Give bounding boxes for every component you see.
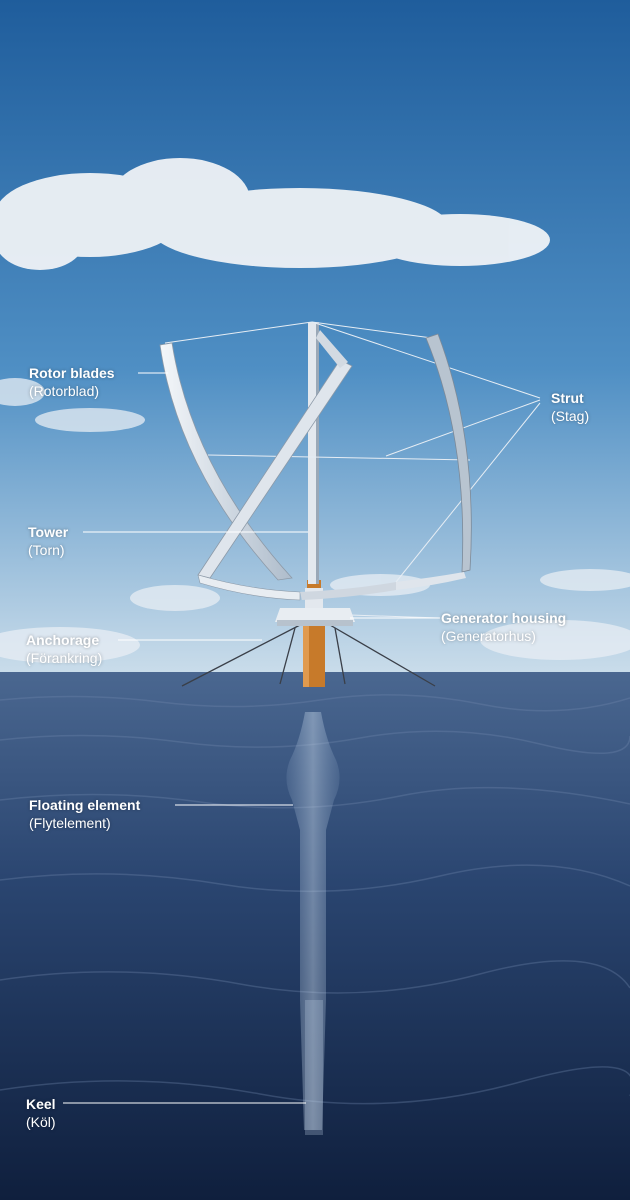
rotor-blades bbox=[159, 330, 472, 601]
label-anchorage: Anchorage (Förankring) bbox=[26, 631, 102, 667]
label-generator-housing-sv: (Generatorhus) bbox=[441, 628, 536, 644]
floating-element bbox=[286, 712, 340, 1130]
label-rotor-blades-en: Rotor blades bbox=[29, 365, 115, 381]
cloud-large bbox=[0, 158, 550, 270]
keel bbox=[305, 1000, 323, 1135]
leader-lines bbox=[63, 372, 440, 1104]
label-floating-element-sv: (Flytelement) bbox=[29, 815, 111, 831]
label-floating-element-en: Floating element bbox=[29, 797, 141, 813]
label-strut: Strut (Stag) bbox=[551, 389, 589, 425]
label-keel-en: Keel bbox=[26, 1096, 56, 1112]
label-tower-en: Tower bbox=[28, 524, 69, 540]
generator-body bbox=[275, 608, 355, 622]
label-anchorage-en: Anchorage bbox=[26, 632, 100, 648]
label-tower-sv: (Torn) bbox=[28, 542, 65, 558]
label-keel: Keel (Köl) bbox=[26, 1095, 56, 1131]
label-generator-housing: Generator housing (Generatorhus) bbox=[441, 609, 566, 645]
label-keel-sv: (Köl) bbox=[26, 1114, 56, 1130]
label-floating-element: Floating element (Flytelement) bbox=[29, 796, 140, 832]
label-rotor-blades-sv: (Rotorblad) bbox=[29, 383, 100, 399]
label-anchorage-sv: (Förankring) bbox=[26, 650, 103, 666]
label-rotor-blades: Rotor blades (Rotorblad) bbox=[29, 364, 115, 400]
tower bbox=[308, 322, 319, 584]
label-strut-sv: (Stag) bbox=[551, 408, 590, 424]
label-strut-en: Strut bbox=[551, 390, 584, 406]
anchorage-lines bbox=[181, 624, 436, 687]
label-generator-housing-en: Generator housing bbox=[441, 610, 567, 626]
label-tower: Tower (Torn) bbox=[28, 523, 68, 559]
